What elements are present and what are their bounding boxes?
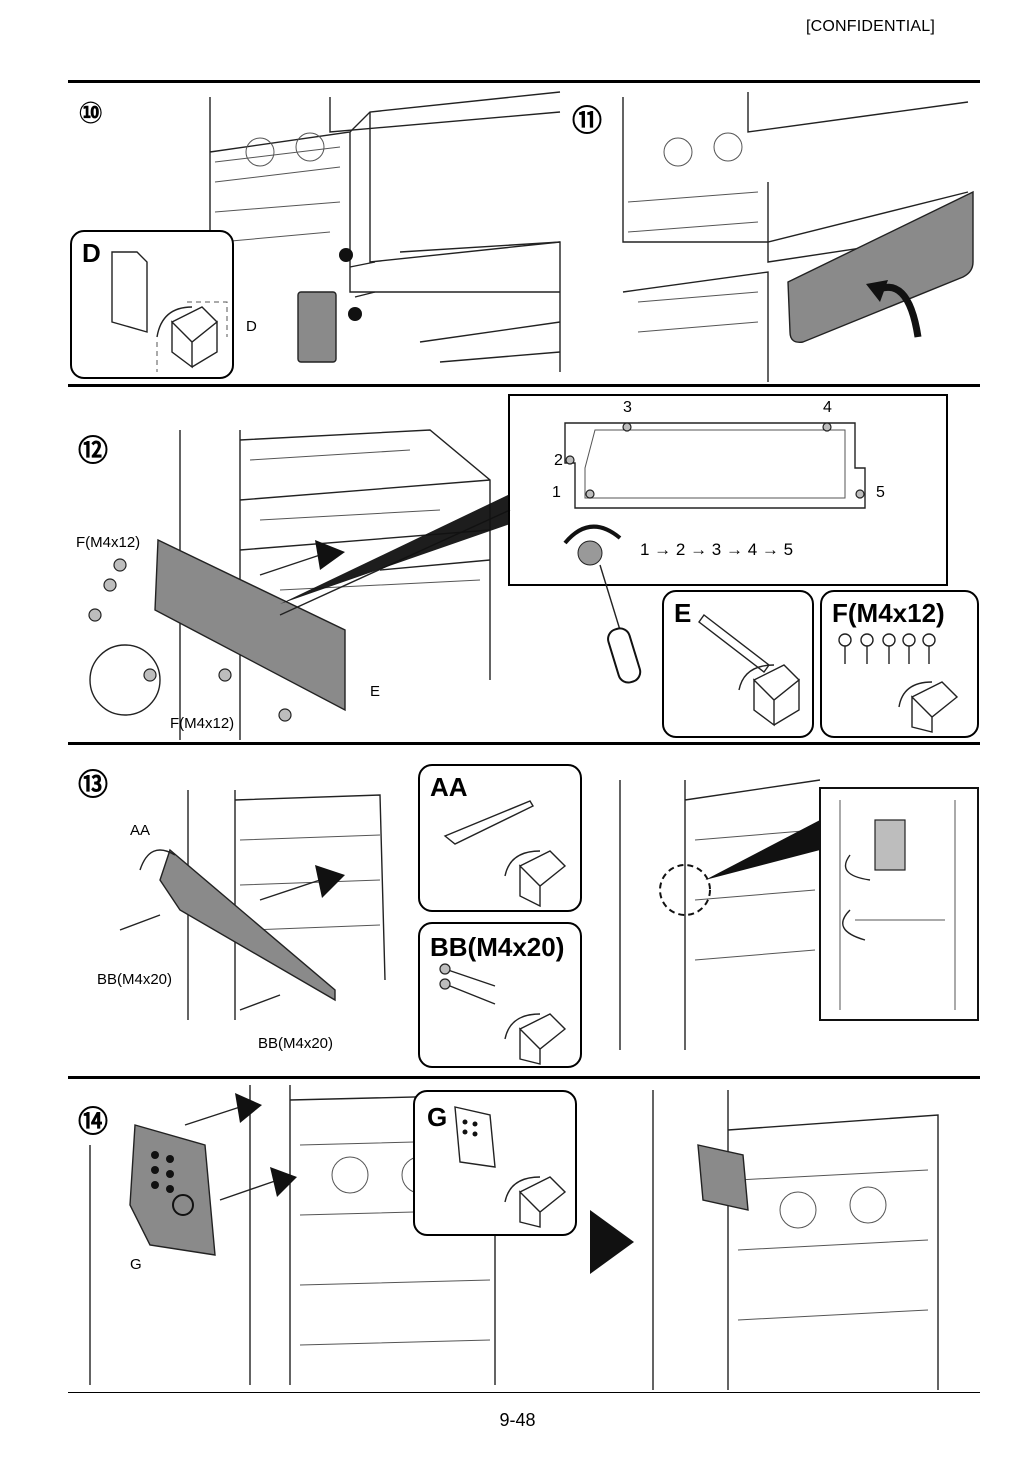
open-box-icon bbox=[439, 963, 567, 1065]
plate-detail bbox=[564, 422, 866, 509]
bracket-aa-part bbox=[159, 848, 336, 1002]
step-10-illustration bbox=[209, 91, 561, 372]
next-step-arrow-icon bbox=[590, 1210, 634, 1274]
confidential-label: [CONFIDENTIAL] bbox=[805, 18, 935, 35]
cover-panel bbox=[787, 190, 974, 343]
screwdriver-icon bbox=[599, 564, 642, 684]
step-13-illustration bbox=[119, 790, 386, 1020]
callout-g: G bbox=[130, 1256, 142, 1273]
part-box-d: D bbox=[70, 230, 234, 379]
open-box-icon bbox=[454, 1106, 567, 1228]
part-box-g: G bbox=[413, 1090, 577, 1236]
divider bbox=[68, 742, 980, 745]
part-box-bb: BB(M4x20) bbox=[418, 922, 582, 1068]
tightening-sequence: 1 → 2 → 3 → 4 → 5 bbox=[640, 540, 794, 559]
part-box-e: E bbox=[662, 590, 814, 738]
callout-aa: AA bbox=[130, 822, 151, 839]
detail-view: 2 1 3 4 5 1 → 2 → 3 → 4 → 5 bbox=[508, 394, 948, 586]
callout-bb-left: BB(M4x20) bbox=[97, 971, 173, 988]
detail-pointer bbox=[280, 494, 510, 604]
cover-d-part bbox=[297, 291, 337, 363]
step-14-illustration bbox=[89, 1085, 496, 1385]
callout-e: E bbox=[370, 683, 381, 700]
divider bbox=[68, 384, 980, 387]
callout-d: D bbox=[246, 318, 257, 335]
step-number-12: ⑫ bbox=[78, 434, 108, 469]
part-box-f: F(M4x12) bbox=[820, 590, 979, 738]
callout-bb-bottom: BB(M4x20) bbox=[258, 1035, 334, 1052]
step-number-14: ⑭ bbox=[78, 1105, 108, 1140]
bracket-e-part bbox=[154, 538, 346, 712]
open-box-icon bbox=[838, 633, 959, 733]
step-14-result-illustration bbox=[652, 1090, 939, 1390]
rotate-arrow-icon bbox=[563, 524, 622, 566]
open-box-icon bbox=[443, 800, 567, 908]
open-box-icon bbox=[111, 251, 228, 372]
divider bbox=[68, 80, 980, 83]
step-13-detail-illustration bbox=[619, 779, 979, 1050]
callout-f-bottom: F(M4x12) bbox=[170, 715, 235, 732]
callout-f-top: F(M4x12) bbox=[76, 534, 141, 551]
installed-cover-g bbox=[697, 1144, 749, 1211]
step-number-13: ⑬ bbox=[78, 768, 108, 803]
open-box-icon bbox=[698, 614, 801, 727]
part-box-aa: AA bbox=[418, 764, 582, 912]
step-11-illustration bbox=[622, 92, 974, 382]
divider bbox=[68, 1392, 980, 1393]
divider bbox=[68, 1076, 980, 1079]
step-number-10: ⑩ bbox=[78, 96, 104, 131]
page-number: 9-48 bbox=[499, 1410, 536, 1430]
step-number-11: ⑪ bbox=[572, 104, 602, 139]
